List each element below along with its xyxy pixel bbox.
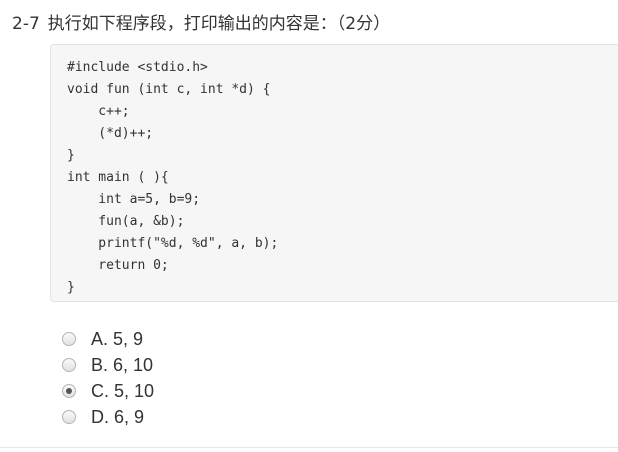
- code-line: c++;: [67, 104, 130, 119]
- code-block: #include <stdio.h> void fun (int c, int …: [50, 44, 618, 302]
- option-a[interactable]: A. 5, 9: [62, 326, 154, 352]
- option-c[interactable]: C. 5, 10: [62, 378, 154, 404]
- code-line: int main ( ){: [67, 170, 169, 185]
- option-c-label[interactable]: C. 5, 10: [91, 381, 155, 401]
- option-a-label[interactable]: A. 5, 9: [91, 329, 144, 349]
- answer-options: A. 5, 9 B. 6, 10 C. 5, 10 D. 6, 9: [62, 326, 154, 430]
- question-title: 2-7 执行如下程序段，打印输出的内容是：（2分）: [12, 12, 390, 36]
- option-c-radio[interactable]: [62, 384, 76, 398]
- code-line: }: [67, 148, 75, 163]
- question-text: 执行如下程序段，打印输出的内容是：（2分）: [47, 14, 391, 34]
- code-line: void fun (int c, int *d) {: [67, 82, 271, 97]
- divider: [0, 447, 618, 448]
- option-b-radio[interactable]: [62, 358, 76, 372]
- option-d-label[interactable]: D. 6, 9: [91, 407, 145, 427]
- code-line: printf("%d, %d", a, b);: [67, 236, 279, 251]
- option-d-radio[interactable]: [62, 410, 76, 424]
- code-line: (*d)++;: [67, 126, 154, 141]
- code-line: }: [67, 280, 75, 295]
- option-a-radio[interactable]: [62, 332, 76, 346]
- option-b[interactable]: B. 6, 10: [62, 352, 154, 378]
- code-line: int a=5, b=9;: [67, 192, 201, 207]
- question-number: 2-7: [12, 14, 40, 34]
- code-line: return 0;: [67, 258, 169, 273]
- code-line: fun(a, &b);: [67, 214, 185, 229]
- option-b-label[interactable]: B. 6, 10: [91, 355, 154, 375]
- code-line: #include <stdio.h>: [67, 60, 208, 75]
- option-d[interactable]: D. 6, 9: [62, 404, 154, 430]
